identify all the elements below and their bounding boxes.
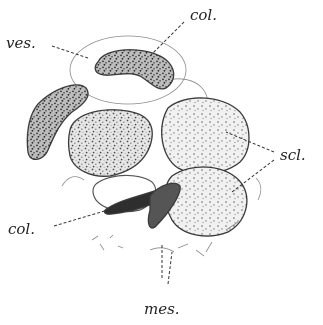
leader-mes-2 <box>168 252 172 284</box>
label-mes: mes. <box>144 300 180 318</box>
label-ves: ves. <box>6 34 36 52</box>
collenchyma-cell-top <box>95 50 174 89</box>
leader-col-bottom <box>54 204 128 226</box>
central-cell <box>69 110 153 177</box>
sclerenchyma-cell-lower <box>165 167 247 236</box>
label-col-bottom: col. <box>8 220 35 238</box>
leader-ves <box>52 46 88 58</box>
leader-col-top <box>150 22 184 56</box>
label-scl: scl. <box>280 146 306 164</box>
collenchyma-cell-bottom <box>105 183 181 228</box>
label-col-top: col. <box>190 6 217 24</box>
